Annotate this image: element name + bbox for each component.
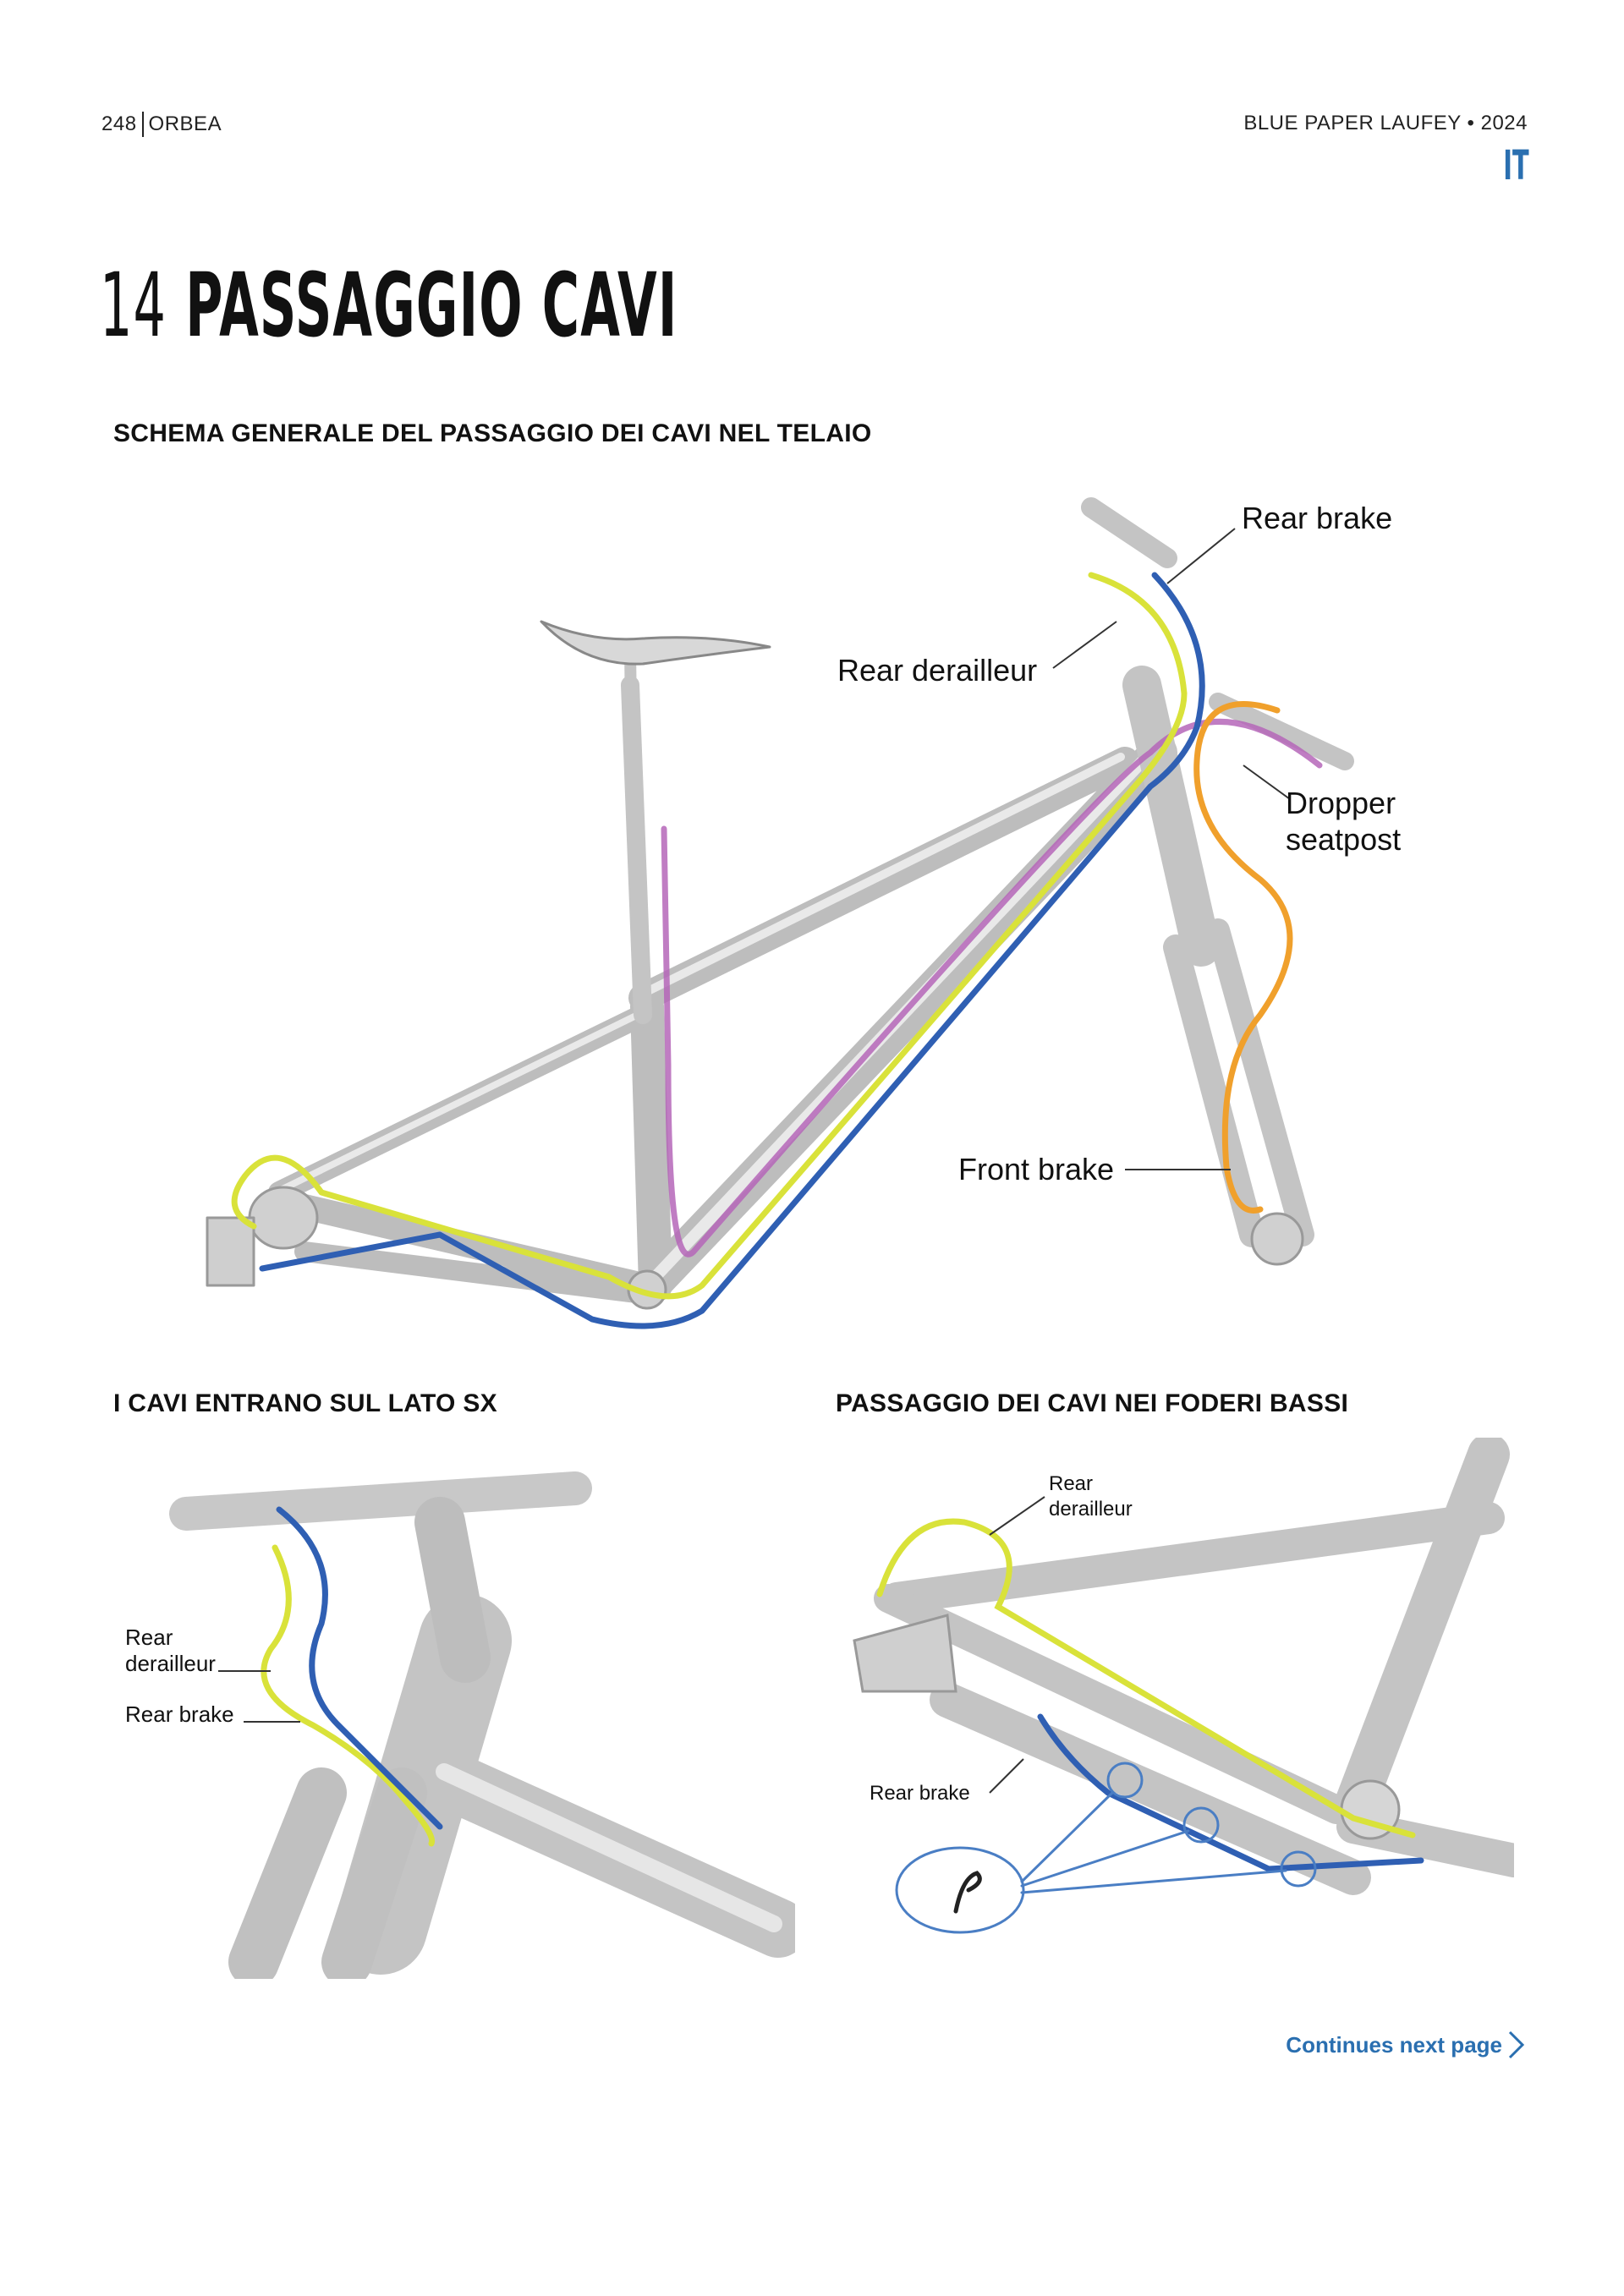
label-front-brake: Front brake bbox=[958, 1152, 1114, 1186]
frame-cable-diagram: Rear brake Rear derailleur Dropper seatp… bbox=[206, 497, 1401, 1329]
header-divider bbox=[141, 112, 144, 137]
chainstay-detail-diagram: Rear derailleur Rear brake bbox=[853, 1438, 1514, 1934]
left-side-heading: I CAVI ENTRANO SUL LATO SX bbox=[113, 1389, 497, 1417]
chevron-right-icon bbox=[1508, 2030, 1525, 2059]
label-rear: Rear bbox=[125, 1625, 173, 1650]
label-rear-brake: Rear brake bbox=[125, 1701, 234, 1727]
section-title: PASSAGGIO CAVI bbox=[185, 254, 678, 357]
label-rear-brake: Rear brake bbox=[870, 1782, 970, 1805]
continues-label: Continues next page bbox=[1286, 2031, 1502, 2058]
label-rear: Rear bbox=[1049, 1472, 1093, 1495]
section-number: 14 bbox=[100, 254, 167, 357]
label-derailleur: derailleur bbox=[1049, 1498, 1133, 1521]
label-rear-brake: Rear brake bbox=[1242, 501, 1392, 535]
rear-brake-cable bbox=[259, 572, 1205, 1329]
overview-heading: SCHEMA GENERALE DEL PASSAGGIO DEI CAVI N… bbox=[113, 419, 872, 447]
rear-derailleur-cable bbox=[261, 1544, 436, 1847]
dropper-cable bbox=[661, 718, 1323, 1258]
continues-next-page-link[interactable]: Continues next page bbox=[1286, 2030, 1526, 2060]
page-number: 248 bbox=[102, 112, 137, 135]
rear-derailleur-cable bbox=[231, 572, 1188, 1300]
front-brake-cable bbox=[1193, 701, 1293, 1214]
label-dropper-line2: seatpost bbox=[1286, 822, 1401, 857]
rear-derailleur-cable bbox=[876, 1518, 1416, 1838]
document-title: BLUE PAPER LAUFEY • 2024 bbox=[1243, 112, 1528, 134]
rear-brake-cable bbox=[1037, 1713, 1424, 1872]
left-side-detail-diagram: Rear derailleur Rear brake bbox=[125, 1471, 795, 1979]
brand-name: ORBEA bbox=[148, 112, 222, 135]
language-code: IT bbox=[1503, 142, 1529, 189]
page-title: 14 PASSAGGIO CAVI bbox=[100, 254, 678, 357]
label-derailleur: derailleur bbox=[125, 1651, 216, 1676]
label-rear-derailleur: Rear derailleur bbox=[837, 653, 1037, 688]
chainstays-heading: PASSAGGIO DEI CAVI NEI FODERI BASSI bbox=[836, 1389, 1349, 1417]
page-header-left: 248 ORBEA bbox=[102, 112, 222, 137]
label-dropper-line1: Dropper bbox=[1286, 786, 1396, 820]
rear-brake-cable bbox=[276, 1506, 443, 1830]
